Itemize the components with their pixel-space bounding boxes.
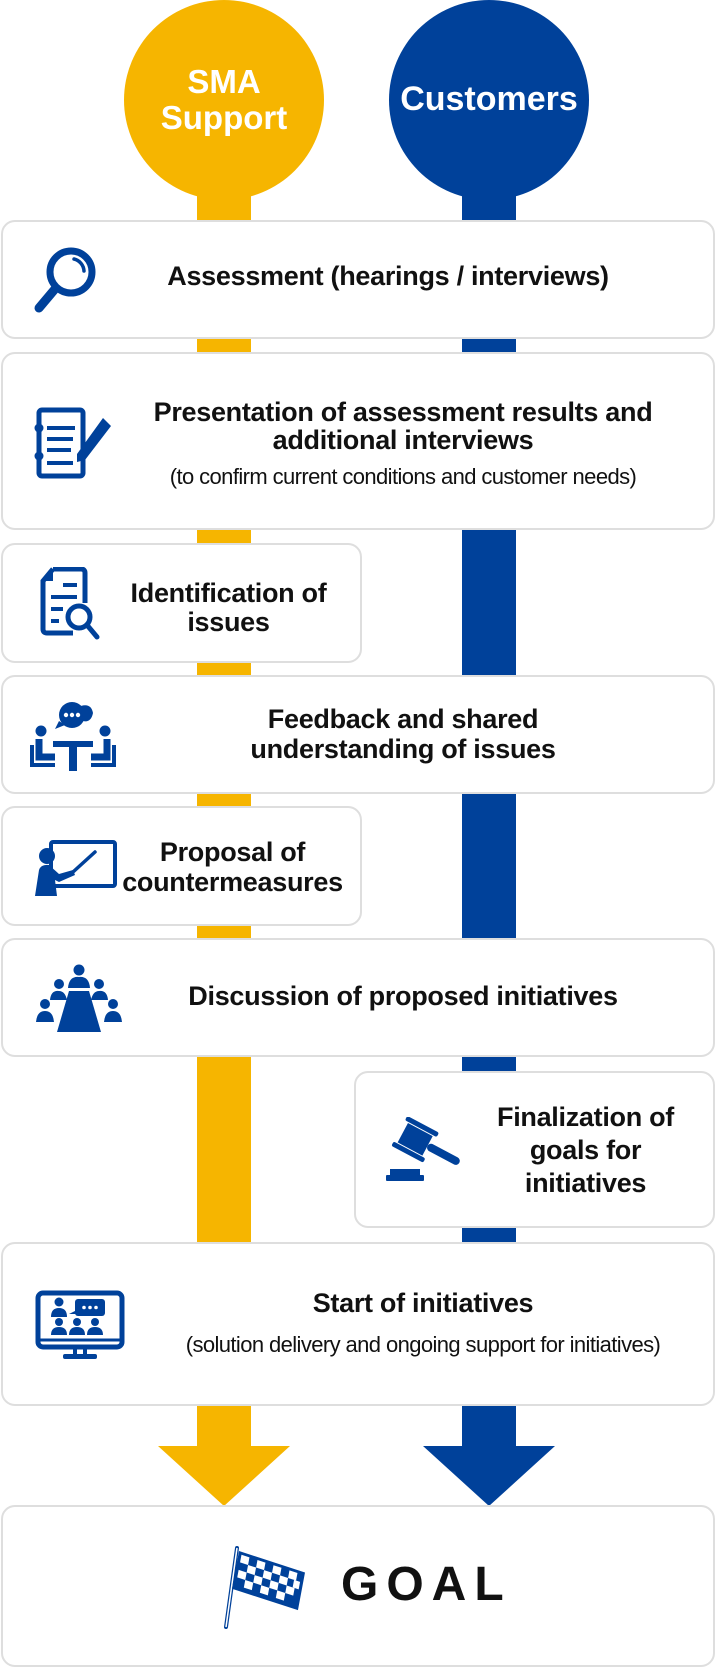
monitor-meeting-icon [35, 1290, 125, 1362]
step-title-line1: Feedback and shared [267, 704, 539, 734]
step-title-line2: additional interviews [272, 425, 534, 455]
step-title-line1: Presentation of assessment results and [153, 397, 653, 427]
goal-label: GOAL [341, 1558, 512, 1611]
meeting-chat-icon [29, 701, 119, 773]
magnifier-icon [31, 244, 101, 316]
lane-label-line1: SMA [187, 62, 261, 100]
step-presentation: Presentation of assessment results and a… [1, 352, 715, 530]
step-finalization: Finalization of goals for initiatives [354, 1071, 715, 1228]
step-title-line1: Identification of [130, 578, 327, 608]
lane-header-customers: Customers [389, 0, 589, 200]
step-title: Start of initiatives [312, 1288, 534, 1318]
step-identification: Identification of issues [1, 543, 362, 663]
step-subtitle: (to confirm current conditions and custo… [169, 464, 637, 489]
checkered-flag-icon [221, 1545, 313, 1631]
lane-header-sma-support: SMA Support [124, 0, 324, 200]
checklist-pen-icon [33, 406, 113, 480]
customers-arrow-down-icon [423, 1406, 555, 1506]
step-title-line1: Proposal of [159, 837, 306, 867]
step-title-line1: Finalization of [497, 1102, 674, 1132]
step-title-line2: goals for [529, 1135, 642, 1165]
step-assessment: Assessment (hearings / interviews) [1, 220, 715, 339]
step-feedback: Feedback and shared understanding of iss… [1, 675, 715, 794]
step-title: Discussion of proposed initiatives [188, 981, 618, 1011]
sma-arrow-down-icon [158, 1406, 290, 1506]
document-search-icon [39, 567, 105, 641]
step-title-line3: initiatives [524, 1168, 647, 1198]
step-title: Assessment (hearings / interviews) [167, 261, 609, 291]
step-proposal: Proposal of countermeasures [1, 806, 362, 926]
lane-label-line2: Support [160, 99, 288, 136]
step-title-line2: countermeasures [122, 867, 343, 897]
presenter-board-icon [33, 840, 119, 896]
step-start: Start of initiatives (solution delivery … [1, 1242, 715, 1406]
conference-table-icon [35, 964, 123, 1036]
step-title-line2: understanding of issues [250, 734, 556, 764]
goal-box: GOAL [1, 1505, 715, 1667]
lane-label: Customers [400, 80, 578, 119]
step-subtitle: (solution delivery and ongoing support f… [185, 1332, 661, 1357]
gavel-icon [384, 1117, 464, 1181]
step-title-line2: issues [187, 607, 270, 637]
step-discussion: Discussion of proposed initiatives [1, 938, 715, 1057]
